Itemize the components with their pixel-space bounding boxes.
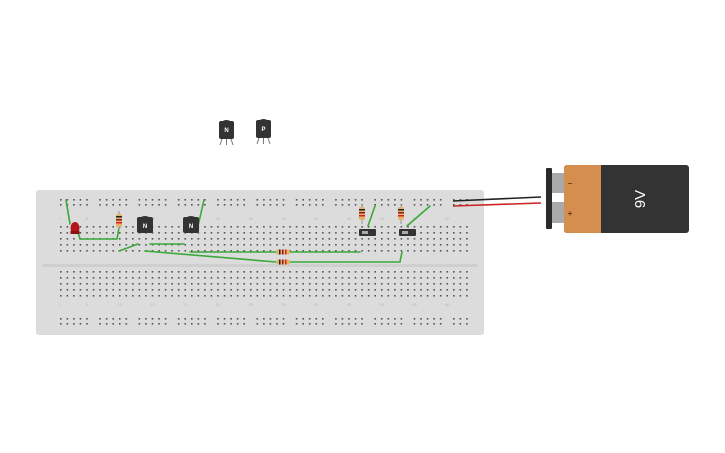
svg-text:30: 30 xyxy=(249,216,254,221)
spare-transistor-n[interactable]: N xyxy=(219,120,234,146)
resistor-4[interactable] xyxy=(276,249,290,255)
battery-copper-band xyxy=(564,165,601,233)
svg-text:5: 5 xyxy=(86,302,89,307)
wire-to-resistor-lower xyxy=(144,250,277,263)
breadboard-body xyxy=(36,190,484,335)
transistor-2[interactable]: N xyxy=(183,216,199,233)
resistor-5[interactable] xyxy=(276,259,290,265)
resistor-1[interactable] xyxy=(116,211,122,230)
wire-rail-to-switch-2 xyxy=(406,205,431,227)
battery-voltage-label: 9V xyxy=(632,190,649,208)
svg-text:35: 35 xyxy=(281,216,286,221)
svg-text:25: 25 xyxy=(216,216,221,221)
svg-text:15: 15 xyxy=(150,302,155,307)
svg-text:40: 40 xyxy=(314,216,319,221)
battery-terminal-positive xyxy=(552,202,564,223)
battery-terminal-negative xyxy=(552,173,564,193)
resistor-3[interactable] xyxy=(398,204,404,224)
svg-text:55: 55 xyxy=(412,302,417,307)
transistor-1-label: N xyxy=(143,224,147,230)
svg-text:30: 30 xyxy=(249,302,254,307)
svg-text:50: 50 xyxy=(380,216,385,221)
svg-text:60: 60 xyxy=(445,216,450,221)
transistor-1[interactable]: N xyxy=(137,216,153,233)
svg-text:35: 35 xyxy=(281,302,286,307)
led[interactable] xyxy=(70,222,80,234)
svg-text:1: 1 xyxy=(60,302,63,307)
svg-text:45: 45 xyxy=(347,302,352,307)
spare-transistor-p[interactable]: P xyxy=(256,119,271,145)
battery-red-wire[interactable] xyxy=(452,202,542,207)
slide-switch-1[interactable] xyxy=(359,229,376,236)
battery-black-wire[interactable] xyxy=(452,196,542,202)
battery-positive-symbol: + xyxy=(568,209,573,218)
wire-led-to-resistor xyxy=(77,227,120,240)
wire-rail-to-led xyxy=(65,199,71,225)
svg-text:5: 5 xyxy=(86,216,89,221)
wire-diagonal-left xyxy=(118,243,139,252)
battery-clip xyxy=(546,168,552,229)
spare-transistor-p-label: P xyxy=(261,127,265,133)
resistor-2[interactable] xyxy=(359,204,365,224)
svg-text:1: 1 xyxy=(60,216,63,221)
svg-text:60: 60 xyxy=(445,302,450,307)
svg-text:25: 25 xyxy=(216,302,221,307)
svg-text:50: 50 xyxy=(380,302,385,307)
breadboard-center-channel xyxy=(42,264,478,267)
spare-transistor-n-label: N xyxy=(224,128,228,134)
svg-text:45: 45 xyxy=(347,216,352,221)
battery-9v[interactable]: − + 9V xyxy=(546,165,689,233)
transistor-2-label: N xyxy=(189,224,193,230)
battery-negative-symbol: − xyxy=(568,179,573,188)
slide-switch-2[interactable] xyxy=(399,229,416,236)
svg-text:40: 40 xyxy=(314,302,319,307)
svg-text:20: 20 xyxy=(183,302,188,307)
wire-resistor-to-switch xyxy=(289,251,403,263)
svg-text:10: 10 xyxy=(118,302,123,307)
wire-rail-to-switch-1 xyxy=(367,205,376,227)
